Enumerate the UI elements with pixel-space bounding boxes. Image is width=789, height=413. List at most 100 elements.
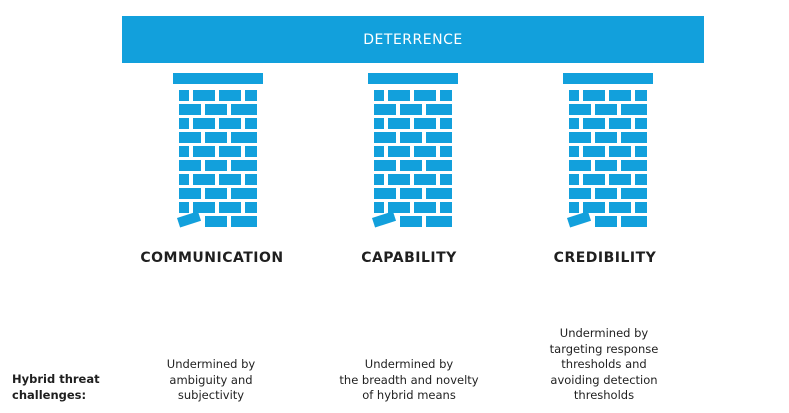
brick-pillar-communication bbox=[173, 73, 263, 228]
brick bbox=[569, 104, 591, 115]
pillar-capital bbox=[563, 73, 653, 84]
pillar-description-communication: Undermined by ambiguity and subjectivity bbox=[166, 357, 256, 402]
brick bbox=[388, 90, 410, 101]
brick bbox=[245, 118, 257, 129]
brick bbox=[569, 160, 591, 171]
brick bbox=[205, 160, 227, 171]
brick bbox=[414, 118, 436, 129]
brick bbox=[245, 146, 257, 157]
brick bbox=[621, 160, 647, 171]
brick bbox=[374, 202, 384, 213]
brick bbox=[595, 104, 617, 115]
deterrence-banner: DETERRENCE bbox=[122, 16, 704, 63]
brick-pillar-capability bbox=[368, 73, 458, 228]
brick bbox=[245, 202, 257, 213]
brick bbox=[193, 202, 215, 213]
pillar-title-credibility: CREDIBILITY bbox=[553, 250, 657, 266]
pillar-capital bbox=[368, 73, 458, 84]
brick bbox=[426, 188, 452, 199]
brick bbox=[374, 146, 384, 157]
brick bbox=[414, 90, 436, 101]
brick bbox=[231, 188, 257, 199]
brick bbox=[609, 202, 631, 213]
brick bbox=[440, 146, 452, 157]
brick bbox=[231, 216, 257, 227]
brick bbox=[583, 118, 605, 129]
brick bbox=[179, 118, 189, 129]
brick bbox=[609, 118, 631, 129]
brick bbox=[400, 104, 422, 115]
brick bbox=[583, 174, 605, 185]
brick bbox=[621, 132, 647, 143]
brick bbox=[179, 188, 201, 199]
brick bbox=[179, 160, 201, 171]
brick bbox=[179, 104, 201, 115]
brick bbox=[609, 90, 631, 101]
brick bbox=[440, 202, 452, 213]
brick bbox=[426, 132, 452, 143]
brick bbox=[440, 174, 452, 185]
brick bbox=[414, 202, 436, 213]
brick bbox=[400, 132, 422, 143]
brick bbox=[400, 216, 422, 227]
brick bbox=[621, 104, 647, 115]
brick bbox=[635, 146, 647, 157]
brick bbox=[374, 104, 396, 115]
brick bbox=[635, 90, 647, 101]
brick bbox=[595, 188, 617, 199]
brick bbox=[635, 118, 647, 129]
brick bbox=[231, 160, 257, 171]
brick bbox=[595, 132, 617, 143]
brick bbox=[374, 118, 384, 129]
brick bbox=[179, 146, 189, 157]
hybrid-threat-challenges-label: Hybrid threat challenges: bbox=[12, 372, 100, 402]
brick bbox=[595, 216, 617, 227]
brick bbox=[569, 118, 579, 129]
brick bbox=[231, 132, 257, 143]
brick bbox=[388, 202, 410, 213]
brick bbox=[569, 174, 579, 185]
brick bbox=[440, 90, 452, 101]
brick bbox=[569, 188, 591, 199]
brick bbox=[609, 146, 631, 157]
brick bbox=[219, 118, 241, 129]
brick-pillar-credibility bbox=[563, 73, 653, 228]
brick bbox=[635, 174, 647, 185]
brick bbox=[245, 90, 257, 101]
deterrence-label: DETERRENCE bbox=[363, 31, 463, 48]
brick bbox=[388, 118, 410, 129]
brick bbox=[374, 132, 396, 143]
brick bbox=[205, 104, 227, 115]
brick bbox=[400, 188, 422, 199]
brick bbox=[621, 216, 647, 227]
brick bbox=[231, 104, 257, 115]
brick bbox=[609, 174, 631, 185]
fallen-brick bbox=[567, 211, 592, 228]
brick bbox=[193, 174, 215, 185]
pillar-description-capability: Undermined by the breadth and novelty of… bbox=[339, 357, 479, 402]
fallen-brick bbox=[177, 211, 202, 228]
brick bbox=[400, 160, 422, 171]
brick bbox=[440, 118, 452, 129]
brick bbox=[583, 202, 605, 213]
brick bbox=[179, 132, 201, 143]
brick bbox=[388, 174, 410, 185]
brick bbox=[595, 160, 617, 171]
brick bbox=[414, 174, 436, 185]
brick bbox=[414, 146, 436, 157]
pillar-description-credibility: Undermined by targeting response thresho… bbox=[549, 326, 659, 402]
brick bbox=[426, 160, 452, 171]
brick bbox=[374, 90, 384, 101]
brick bbox=[426, 216, 452, 227]
pillar-title-communication: COMMUNICATION bbox=[140, 250, 284, 266]
brick bbox=[219, 146, 241, 157]
brick bbox=[205, 132, 227, 143]
brick bbox=[205, 188, 227, 199]
brick bbox=[245, 174, 257, 185]
brick bbox=[193, 90, 215, 101]
brick bbox=[374, 174, 384, 185]
brick bbox=[193, 118, 215, 129]
brick bbox=[193, 146, 215, 157]
brick bbox=[179, 202, 189, 213]
brick bbox=[635, 202, 647, 213]
